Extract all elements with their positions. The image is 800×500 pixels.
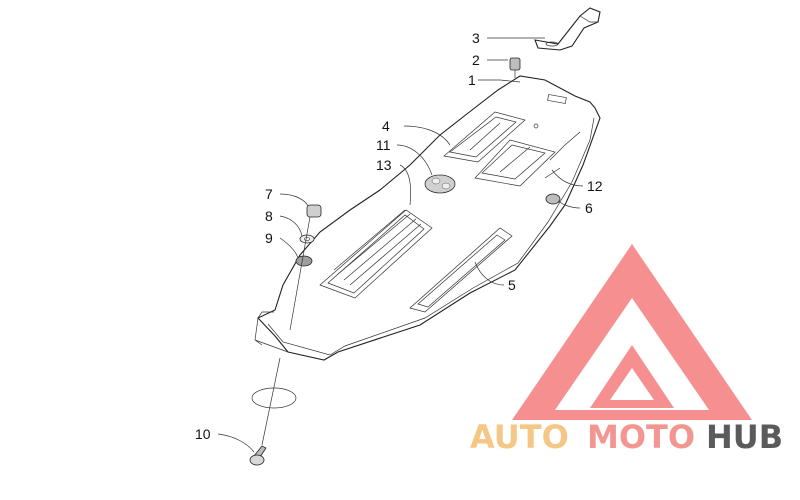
callout-8: 8 bbox=[265, 208, 273, 224]
fastener-stack bbox=[251, 204, 322, 446]
callout-1: 1 bbox=[468, 72, 476, 88]
skid-plate-drawing bbox=[254, 75, 601, 361]
callout-3: 3 bbox=[472, 30, 480, 46]
callout-11: 11 bbox=[376, 137, 391, 153]
callout-12: 12 bbox=[587, 178, 603, 194]
callout-13: 13 bbox=[376, 157, 392, 173]
callout-6: 6 bbox=[585, 200, 593, 216]
bolt-part-10 bbox=[249, 445, 267, 466]
callout-2: 2 bbox=[472, 52, 480, 68]
watermark-logo-icon bbox=[512, 244, 752, 420]
watermark-text: AUTO MOTO HUB bbox=[470, 418, 783, 456]
watermark-moto: MOTO bbox=[587, 418, 695, 456]
callout-9: 9 bbox=[265, 230, 273, 246]
bracket-part-3 bbox=[534, 7, 601, 51]
washer-part-6 bbox=[545, 193, 561, 205]
callout-4: 4 bbox=[382, 118, 390, 134]
callout-10: 10 bbox=[195, 426, 211, 442]
watermark-hub: HUB bbox=[706, 418, 783, 456]
watermark-auto: AUTO bbox=[470, 418, 569, 456]
grommet-cluster-part-11 bbox=[424, 174, 456, 194]
plug-part-2 bbox=[509, 57, 521, 78]
leader-lines bbox=[217, 37, 584, 453]
callout-7: 7 bbox=[265, 186, 273, 202]
callout-5: 5 bbox=[508, 277, 516, 293]
